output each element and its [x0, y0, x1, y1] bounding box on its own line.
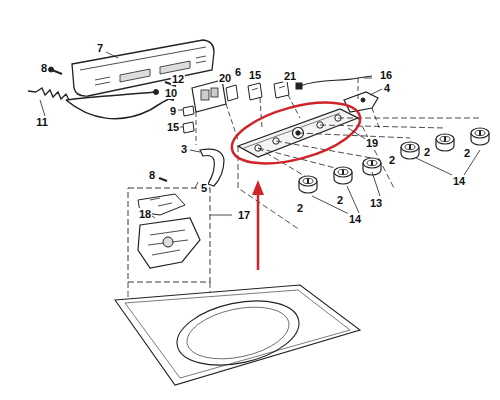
callout-number: 2: [463, 147, 471, 159]
callout-number: 4: [383, 82, 391, 94]
callout-number: 12: [171, 73, 185, 85]
callout-number: 16: [379, 69, 393, 81]
callout-number: 8: [148, 169, 156, 181]
callout-number: 2: [388, 154, 396, 166]
callout-number: 2: [336, 194, 344, 206]
callout-number: 17: [237, 209, 251, 221]
callout-number: 8: [40, 62, 48, 74]
callout-number: 19: [365, 137, 379, 149]
callout-number: 5: [200, 182, 208, 194]
callout-number: 20: [218, 72, 232, 84]
callout-number: 3: [180, 143, 188, 155]
callout-number: 7: [96, 42, 104, 54]
callout-number: 13: [369, 197, 383, 209]
callout-number: 18: [138, 208, 152, 220]
callout-number: 11: [35, 116, 49, 128]
callout-number: 2: [296, 202, 304, 214]
callout-number: 6: [234, 66, 242, 78]
callout-number: 9: [169, 105, 177, 117]
callout-number: 2: [423, 146, 431, 158]
callout-number: 14: [452, 175, 466, 187]
callout-number: 10: [164, 87, 178, 99]
callout-number: 21: [283, 70, 297, 82]
callout-number: 15: [166, 121, 180, 133]
callout-number: 15: [248, 69, 262, 81]
callout-number: 14: [348, 213, 362, 225]
